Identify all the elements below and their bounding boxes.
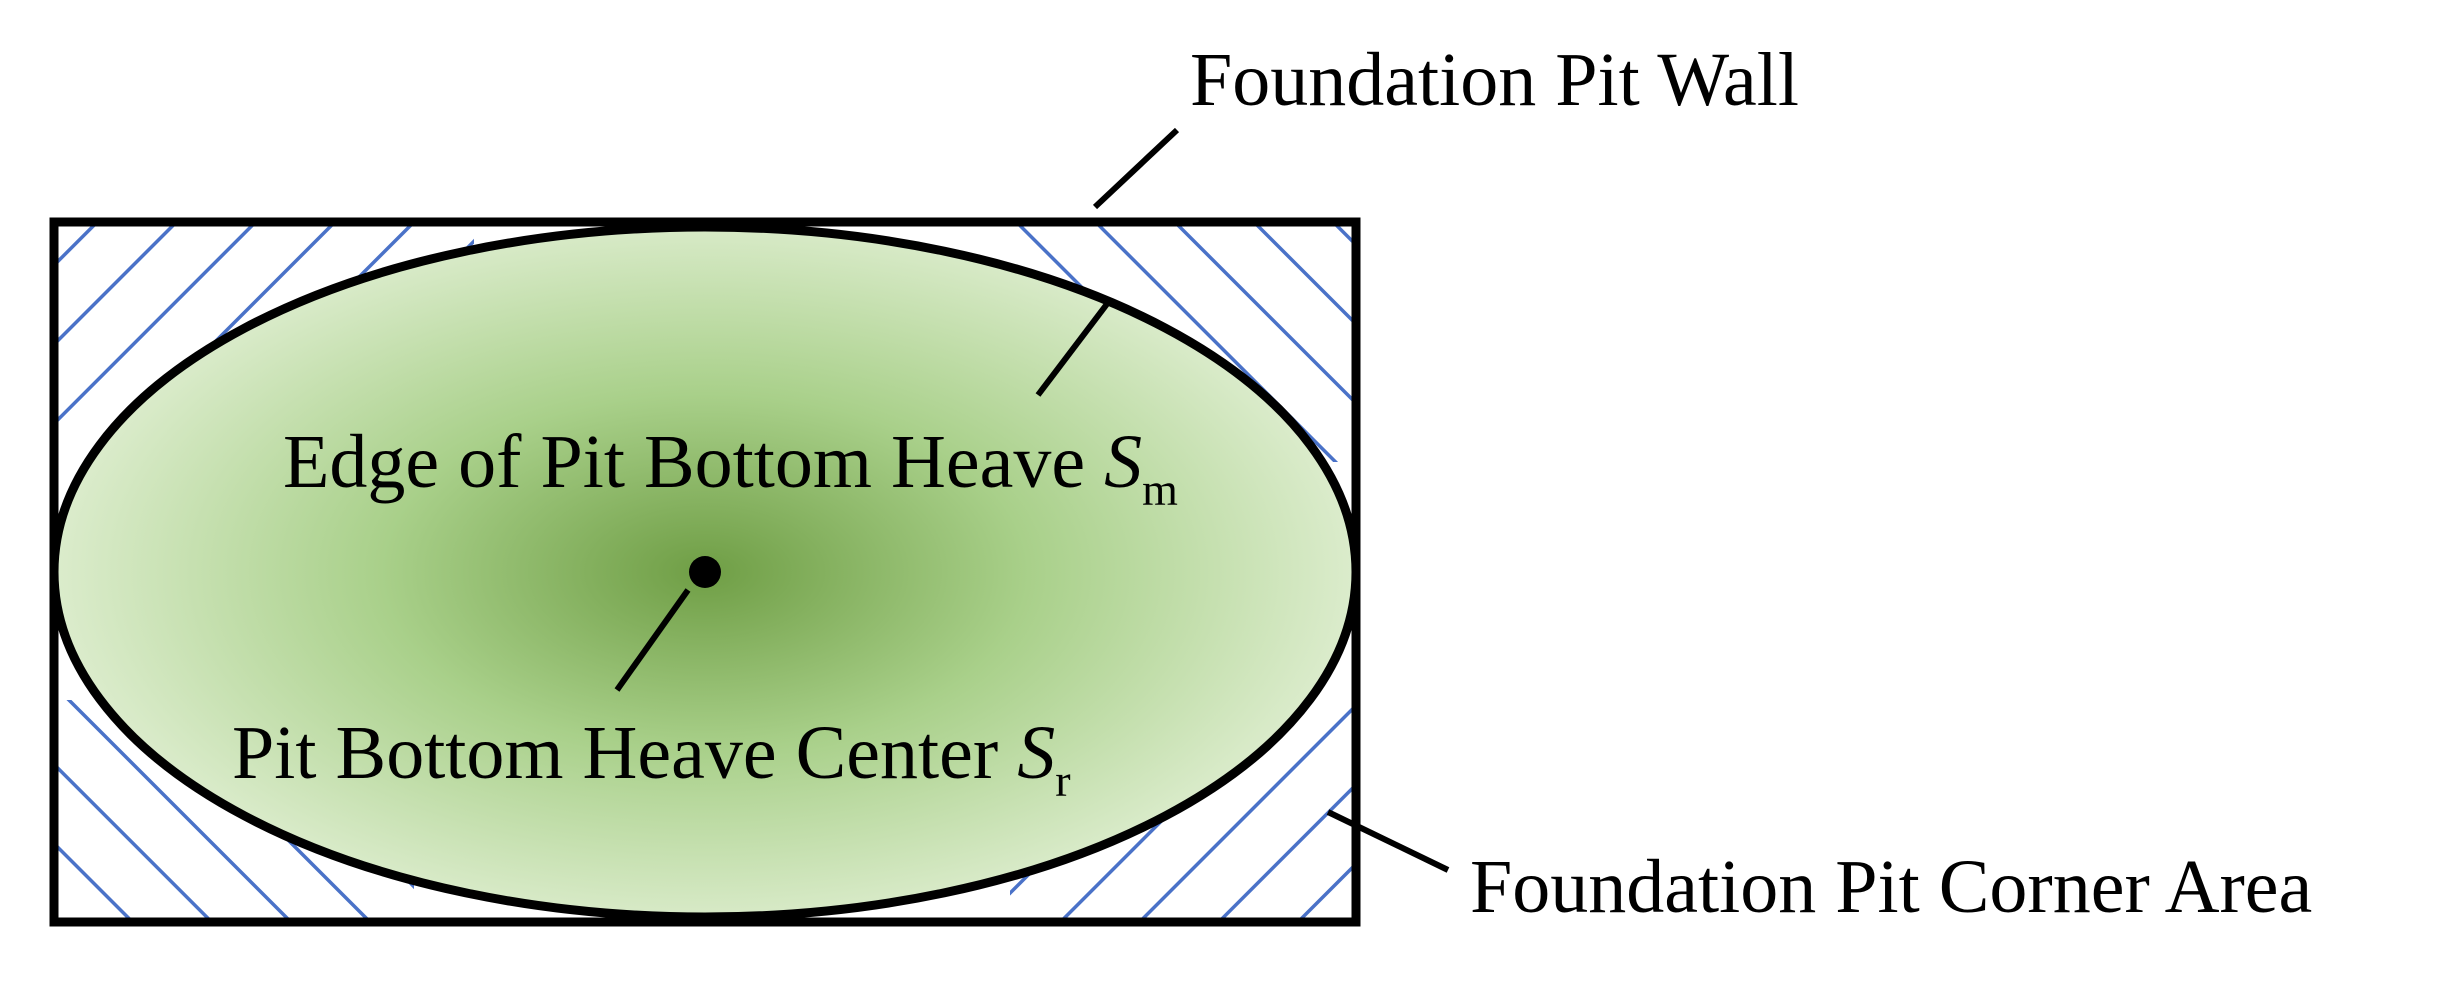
label-foundation-pit-wall: Foundation Pit Wall bbox=[1190, 38, 1799, 122]
label-center-heave-symbol: S bbox=[1017, 711, 1055, 795]
label-center-heave: Pit Bottom Heave Center Sr bbox=[232, 711, 1071, 806]
label-edge-heave: Edge of Pit Bottom Heave Sm bbox=[283, 420, 1178, 515]
label-edge-heave-subscript: m bbox=[1142, 464, 1178, 515]
foundation-pit-outline bbox=[49, 217, 1361, 927]
label-edge-heave-symbol: S bbox=[1104, 420, 1142, 504]
label-corner-area: Foundation Pit Corner Area bbox=[1470, 845, 2312, 929]
leader-line-corner-area bbox=[1326, 809, 1450, 873]
leader-line-edge-heave bbox=[1035, 298, 1113, 397]
leader-line-pit-wall bbox=[1092, 127, 1180, 210]
label-edge-heave-text: Edge of Pit Bottom Heave bbox=[283, 420, 1104, 504]
label-center-heave-subscript: r bbox=[1055, 755, 1070, 806]
label-center-heave-text: Pit Bottom Heave Center bbox=[232, 711, 1017, 795]
heave-center-point bbox=[689, 556, 721, 588]
leader-line-center-heave bbox=[614, 588, 691, 692]
